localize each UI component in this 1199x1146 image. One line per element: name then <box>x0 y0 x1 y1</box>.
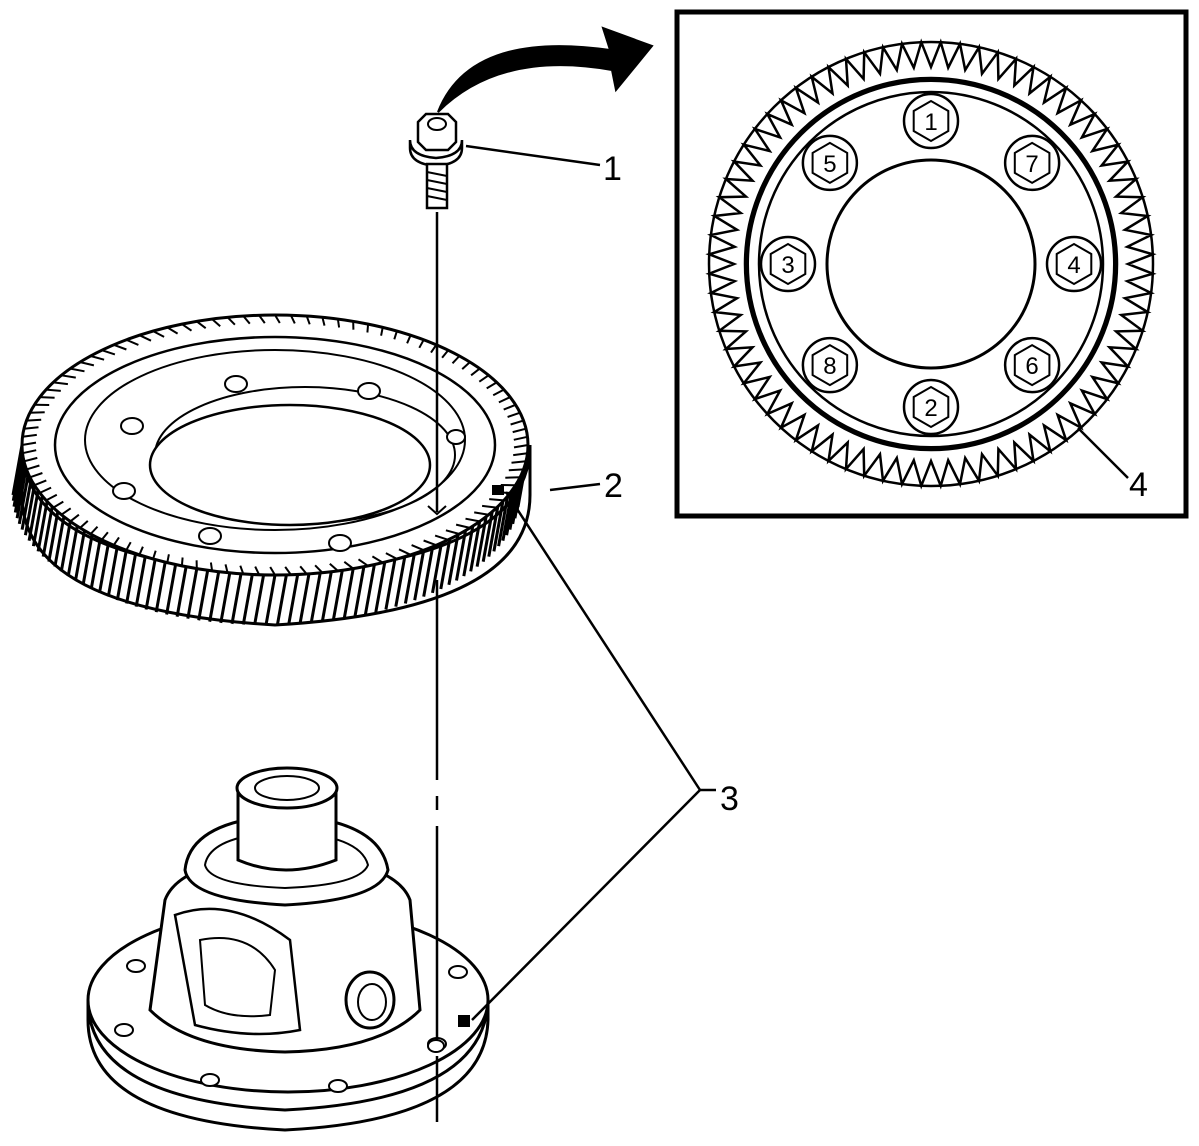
inset-bolt-number: 6 <box>1025 353 1038 380</box>
inset-bolt-hex <box>1013 141 1051 185</box>
curved-arrow <box>437 26 654 113</box>
inset-bolt-head: 5 <box>801 134 859 192</box>
inset-bolt-sequence: 1 7 4 6 2 8 3 5 <box>759 92 1103 436</box>
case-flange-edge <box>86 999 490 1132</box>
inset-bolt-hex <box>769 242 807 286</box>
bolt-threads <box>426 171 448 201</box>
inset-bolt-hex <box>1013 343 1051 387</box>
inset-bolt-hex <box>811 141 849 185</box>
inset-bolt-head: 7 <box>1003 134 1061 192</box>
case-window <box>173 907 302 1036</box>
inset-bolt-number: 1 <box>924 109 937 136</box>
top-tooth-lines <box>21 314 529 576</box>
ring-gear-bolt-holes <box>112 375 466 552</box>
inset-gear: 1 7 4 6 2 8 3 5 <box>705 38 1157 490</box>
inset-bolt-head: 8 <box>801 336 859 394</box>
leader-mark-gear <box>504 491 702 791</box>
inset-gear-bore <box>825 158 1037 370</box>
inset-bolt-number: 3 <box>781 252 794 279</box>
inset-bolt-hex <box>1055 242 1093 286</box>
bolt <box>408 112 464 210</box>
ring-gear-alignment-mark <box>492 485 504 495</box>
callout-inset-gear: 4 <box>1129 466 1148 504</box>
inset-bolt-hex <box>811 343 849 387</box>
leader-lines <box>465 144 1129 1021</box>
helical-tooth-lines <box>11 444 530 626</box>
inset-bolt-number: 5 <box>823 151 836 178</box>
case-hub-bore <box>254 775 320 801</box>
helical-teeth <box>11 444 530 626</box>
inset-gear-flange-outer <box>745 78 1117 450</box>
inset-bolt-head: 4 <box>1045 235 1103 293</box>
bolt-shank <box>425 162 449 210</box>
inset-bolt-hex <box>912 99 950 143</box>
inset-bolt-hex <box>912 385 950 429</box>
inset-gear-teeth <box>705 38 1157 490</box>
differential-case <box>86 766 490 1132</box>
inset-bolt-head: 1 <box>902 92 960 150</box>
callout-alignment-marks: 3 <box>720 780 739 818</box>
inset-bolt-number: 4 <box>1067 252 1080 279</box>
bolt-axis-arrowhead <box>427 505 447 516</box>
leader-ring-gear <box>549 482 601 492</box>
inset-bolt-head: 6 <box>1003 336 1061 394</box>
inset-bolt-head: 2 <box>902 378 960 436</box>
ring-gear-top-teeth <box>21 314 529 576</box>
case-alignment-mark <box>458 1015 470 1027</box>
case-axis-hole <box>427 1039 445 1053</box>
case-window-gear <box>198 937 277 1018</box>
ring-gear <box>11 313 532 627</box>
inset-tooth-profile <box>705 38 1157 490</box>
bolt-flange <box>408 139 464 168</box>
callout-ring-gear: 2 <box>604 467 623 505</box>
inset-bolt-number: 7 <box>1025 151 1038 178</box>
callout-bolt: 1 <box>603 150 622 188</box>
inset-bolt-head: 3 <box>759 235 817 293</box>
inset-bolt-number: 8 <box>823 353 836 380</box>
inset-gear-flange-step <box>757 90 1105 438</box>
bolt-head-recess <box>427 117 447 131</box>
ring-gear-bore <box>148 403 432 527</box>
leader-inset-gear <box>1077 427 1129 479</box>
leader-mark-case <box>471 789 701 1021</box>
inset-bolt-number: 2 <box>924 395 937 422</box>
leader-bolt <box>465 144 601 167</box>
case-side-boss-inner <box>357 983 387 1021</box>
